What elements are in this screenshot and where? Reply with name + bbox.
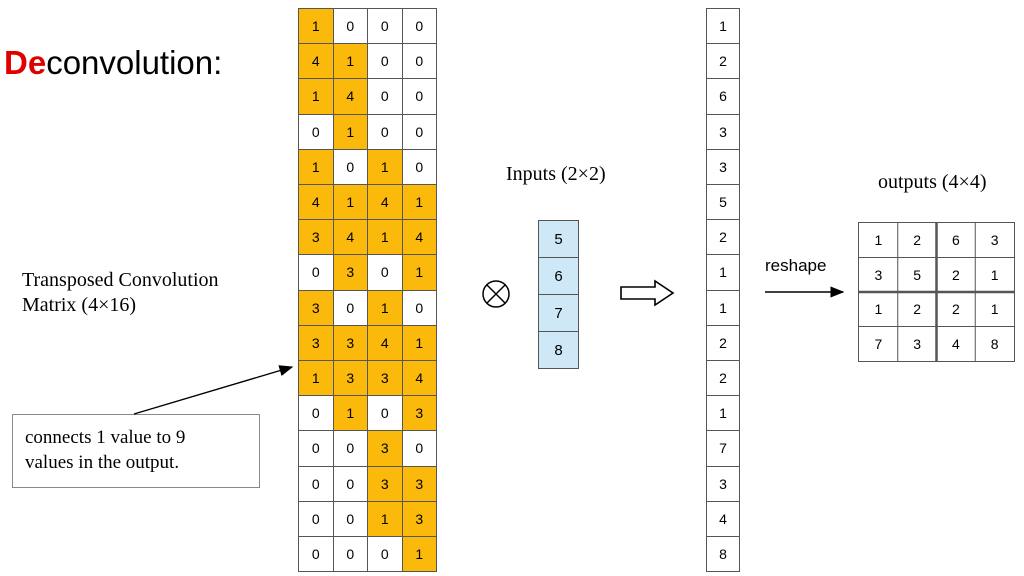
- matrix-cell: 3: [367, 430, 403, 467]
- result-cell: 1: [706, 395, 740, 432]
- reshape-label: reshape: [765, 256, 827, 275]
- implies-arrow-icon: [620, 279, 675, 307]
- input-cell: 5: [538, 220, 579, 258]
- matrix-cell: 0: [401, 113, 437, 150]
- matrix-label-line2: Matrix (4×16): [22, 294, 137, 316]
- matrix-cell: 0: [401, 289, 437, 326]
- input-cell: 6: [538, 257, 579, 295]
- annotation-box: connects 1 value to 9 values in the outp…: [12, 414, 260, 488]
- output-cell: 2: [913, 301, 922, 318]
- result-cell: 2: [706, 219, 740, 256]
- output-cell: 3: [913, 335, 922, 352]
- matrix-cell: 4: [298, 43, 334, 80]
- matrix-cell: 0: [367, 8, 403, 45]
- matrix-cell: 1: [401, 254, 437, 291]
- matrix-cell: 0: [367, 536, 403, 573]
- matrix-cell: 0: [401, 148, 437, 185]
- input-cell: 7: [538, 294, 579, 332]
- output-cell: 1: [990, 266, 999, 283]
- output-cell: 3: [990, 232, 999, 249]
- matrix-cell: 0: [332, 430, 368, 467]
- title-rest: convolution:: [46, 44, 223, 81]
- output-grid-lines: [859, 223, 1014, 361]
- result-cell: 2: [706, 43, 740, 80]
- matrix-cell: 3: [298, 324, 334, 361]
- output-cell: 8: [990, 335, 999, 352]
- result-cell: 4: [706, 500, 740, 537]
- input-cell: 8: [538, 331, 579, 369]
- output-cell: 1: [990, 301, 999, 318]
- result-cell: 7: [706, 430, 740, 467]
- matrix-cell: 3: [298, 219, 334, 256]
- result-cell: 3: [706, 113, 740, 150]
- outputs-grid: 1 2 6 3 3 5 2 1 1 2 2 1 7 3 4 8: [858, 222, 1015, 362]
- result-cell: 5: [706, 184, 740, 221]
- output-cell: 2: [951, 301, 960, 318]
- result-cell: 1: [706, 289, 740, 326]
- output-cell: 3: [874, 266, 883, 283]
- outputs-label: outputs (4×4): [878, 171, 987, 193]
- inputs-label: Inputs (2×2): [506, 163, 606, 185]
- annotation-line1: connects 1 value to 9: [25, 427, 186, 448]
- annotation-line2: values in the output.: [25, 452, 180, 473]
- matrix-cell: 0: [298, 500, 334, 537]
- result-cell: 1: [706, 8, 740, 45]
- result-cell: 6: [706, 78, 740, 115]
- output-cell: 4: [951, 335, 960, 352]
- output-cell: 7: [874, 335, 883, 352]
- result-cell: 2: [706, 324, 740, 361]
- matrix-cell: 0: [332, 500, 368, 537]
- title-highlight: De: [4, 44, 47, 81]
- matrix-cell: 1: [401, 536, 437, 573]
- matrix-cell: 0: [401, 78, 437, 115]
- matrix-cell: 4: [332, 78, 368, 115]
- otimes-icon: [482, 280, 510, 308]
- annotation-arrow: [133, 365, 294, 415]
- matrix-label: Transposed Convolution Matrix (4×16): [22, 268, 219, 318]
- matrix-cell: 0: [401, 8, 437, 45]
- matrix-cell: 0: [298, 536, 334, 573]
- result-cell: 3: [706, 465, 740, 502]
- matrix-cell: 4: [401, 360, 437, 397]
- result-cell: 2: [706, 360, 740, 397]
- matrix-cell: 0: [298, 430, 334, 467]
- output-cell: 2: [951, 266, 960, 283]
- output-cell: 5: [913, 266, 922, 283]
- output-cell: 1: [874, 232, 883, 249]
- matrix-cell: 3: [367, 360, 403, 397]
- output-cell: 2: [913, 232, 922, 249]
- page-title: Deconvolution:: [4, 44, 222, 82]
- matrix-cell: 4: [332, 219, 368, 256]
- output-cell: 6: [951, 232, 960, 249]
- matrix-cell: 3: [401, 500, 437, 537]
- output-cell: 1: [874, 301, 883, 318]
- matrix-cell: 1: [367, 148, 403, 185]
- result-cell: 1: [706, 254, 740, 291]
- matrix-cell: 0: [367, 113, 403, 150]
- result-cell: 8: [706, 536, 740, 573]
- matrix-cell: 1: [401, 184, 437, 221]
- matrix-cell: 1: [332, 113, 368, 150]
- matrix-cell: 0: [298, 395, 334, 432]
- result-cell: 3: [706, 148, 740, 185]
- matrix-label-line1: Transposed Convolution: [22, 269, 219, 291]
- matrix-cell: 1: [367, 500, 403, 537]
- matrix-cell: 1: [367, 289, 403, 326]
